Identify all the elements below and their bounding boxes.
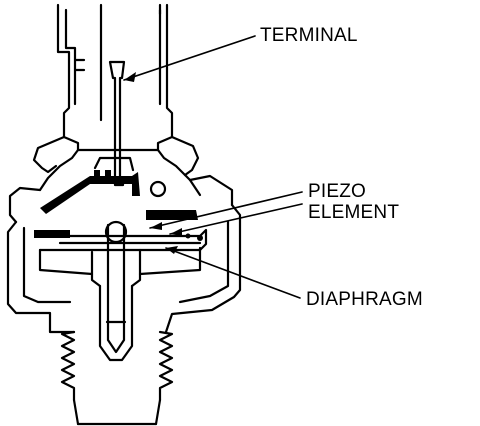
connector-housing (56, 3, 174, 152)
leader-arrowheads (124, 72, 182, 254)
outer-body (6, 203, 242, 334)
piezo-element (34, 210, 198, 238)
internal-cavity (38, 246, 202, 288)
seal-side-dots (185, 233, 203, 241)
leader-lines (123, 35, 303, 299)
piezo-label-line1: PIEZO (308, 181, 367, 202)
upper-body (8, 135, 234, 224)
diaphragm-label: DIAPHRAGM (306, 289, 423, 310)
threads (60, 330, 174, 426)
seal-upper (40, 170, 140, 214)
piezo-label-line2: ELEMENT (308, 202, 400, 223)
terminal-pin (108, 60, 126, 187)
terminal-label: TERMINAL (260, 25, 358, 46)
piezo-element-label: PIEZO ELEMENT (308, 181, 399, 223)
